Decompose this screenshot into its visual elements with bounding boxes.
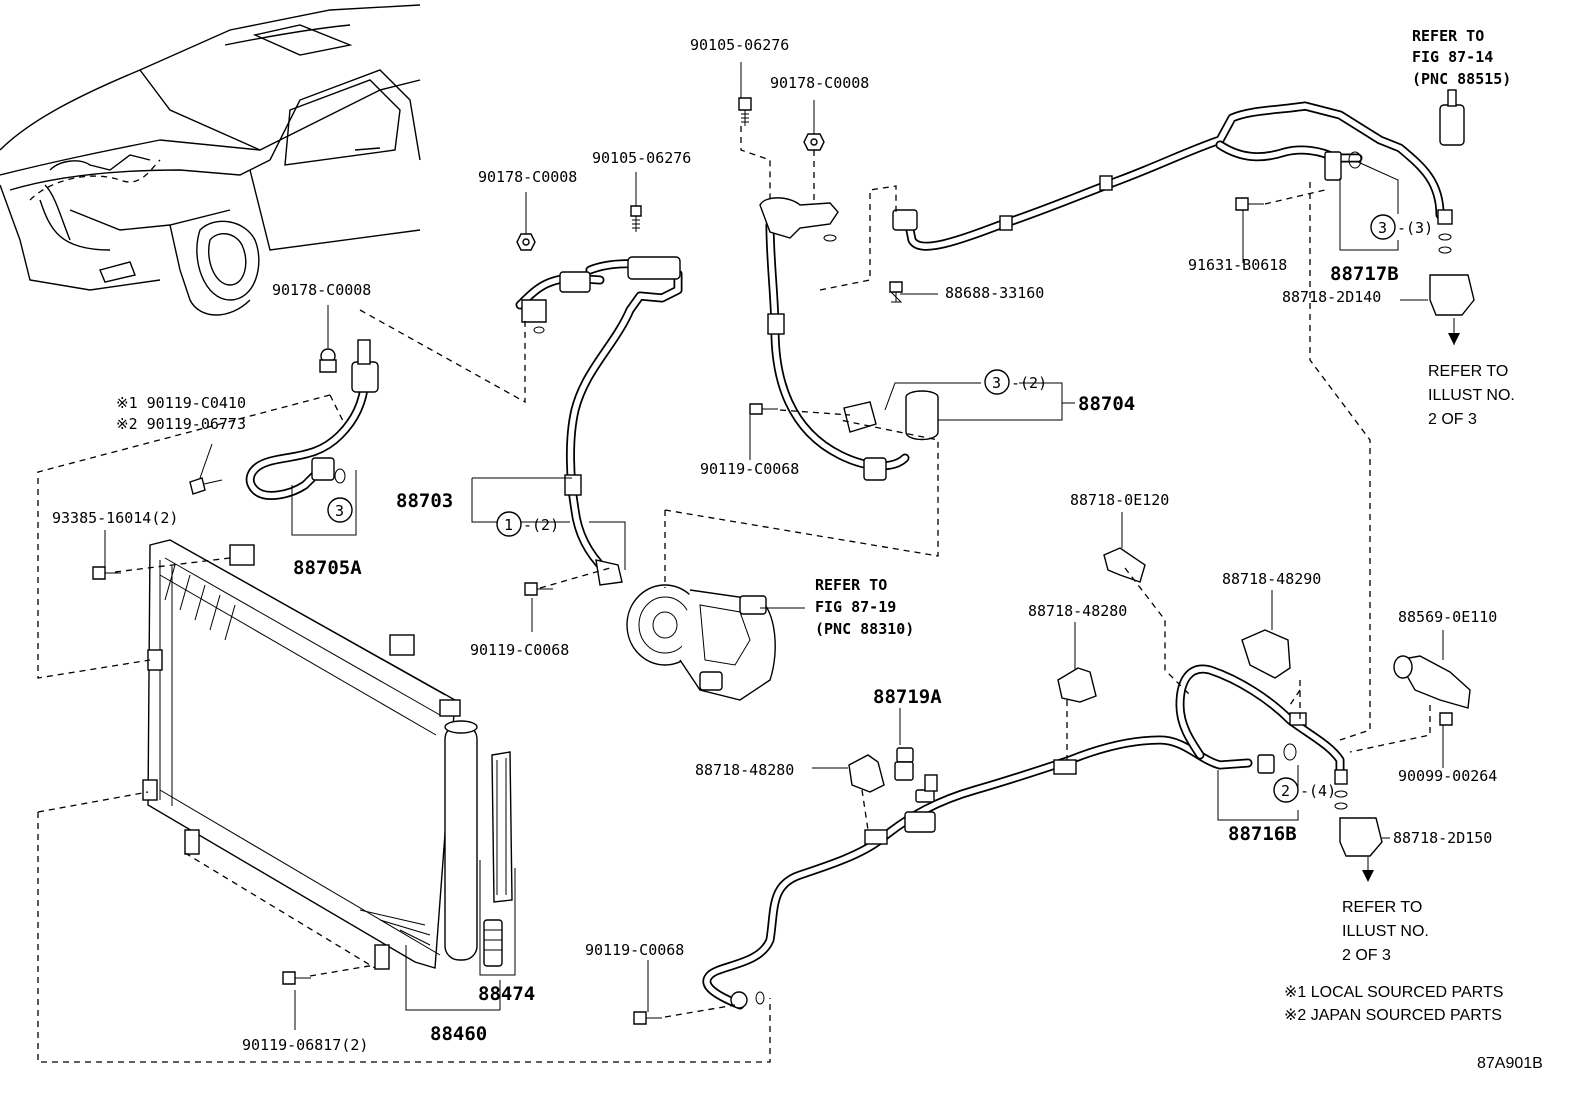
callout-number: 2 <box>1281 782 1290 800</box>
part-label-88474: 88474 <box>478 983 535 1005</box>
part-label-88718-2d140: 88718-2D140 <box>1282 288 1381 306</box>
condenser-88460 <box>142 539 478 970</box>
part-label-88718-48280: 88718-48280 <box>695 761 794 779</box>
part-label-88718-48290: 88718-48290 <box>1222 570 1321 588</box>
legend-local-sourced: ※1 LOCAL SOURCED PARTS <box>1284 984 1503 1001</box>
callout-3-88704: 3 -(2) <box>984 369 1047 395</box>
fasteners-top-middle <box>92 97 1264 1025</box>
compressor <box>626 584 776 701</box>
callout-number: 3 <box>1378 219 1387 237</box>
refer-fig-87-14: REFER TO FIG 87-14 (PNC 88515) <box>1412 27 1511 88</box>
part-label-90178-c0008: 90178-C0008 <box>272 281 371 299</box>
part-label-90105-06276: 90105-06276 <box>690 36 789 54</box>
callout-3-88717b: 3 -(3) <box>1370 214 1433 240</box>
part-label-90119-c0068: 90119-C0068 <box>585 941 684 959</box>
callout-quantity: -(2) <box>1011 374 1047 392</box>
callout-quantity: -(2) <box>523 516 559 534</box>
callout-1: 1 -(2) <box>496 511 559 537</box>
callout-quantity: -(3) <box>1397 219 1433 237</box>
part-label-88460: 88460 <box>430 1023 487 1045</box>
svg-text:ILLUST NO.: ILLUST NO. <box>1428 387 1515 404</box>
callout-number: 3 <box>992 374 1001 392</box>
callout-number: 3 <box>335 502 344 520</box>
svg-text:(PNC 88310): (PNC 88310) <box>815 620 914 638</box>
refer-illust-upper: REFER TO ILLUST NO. 2 OF 3 <box>1428 363 1515 428</box>
part-label-88704: 88704 <box>1078 393 1135 415</box>
down-arrow-icons <box>1362 318 1460 882</box>
svg-text:2 OF 3: 2 OF 3 <box>1428 411 1477 428</box>
svg-text:REFER TO: REFER TO <box>1342 899 1422 916</box>
part-label-90099-00264: 90099-00264 <box>1398 767 1497 785</box>
svg-text:REFER TO: REFER TO <box>1412 27 1484 45</box>
callout-number: 1 <box>504 516 513 534</box>
liquid-hose-88704 <box>759 197 939 481</box>
part-label-91631-b0618: 91631-B0618 <box>1188 256 1287 274</box>
part-label-88716b: 88716B <box>1228 823 1297 845</box>
part-label-88705a: 88705A <box>293 557 362 579</box>
part-label-90119-c0410: ※1 90119-C0410 <box>116 394 246 412</box>
vehicle-illustration <box>0 4 421 316</box>
part-label-90119-06773: ※2 90119-06773 <box>116 415 246 433</box>
part-label-88718-0e120: 88718-0E120 <box>1070 491 1169 509</box>
part-label-88718-2d150: 88718-2D150 <box>1393 829 1492 847</box>
tube-88716b <box>702 664 1383 1010</box>
part-label-88688-33160: 88688-33160 <box>945 284 1044 302</box>
arrow-down-icon <box>1448 333 1460 345</box>
part-label-90178-c0008: 90178-C0008 <box>770 74 869 92</box>
suction-tube-88703 <box>515 256 683 586</box>
svg-text:(PNC 88515): (PNC 88515) <box>1412 70 1511 88</box>
part-label-90178-c0008: 90178-C0008 <box>478 168 577 186</box>
part-label-88569-0e110: 88569-0E110 <box>1398 608 1497 626</box>
part-label-90105-06276: 90105-06276 <box>592 149 691 167</box>
arrow-down-icon <box>1362 870 1374 882</box>
svg-text:ILLUST NO.: ILLUST NO. <box>1342 923 1429 940</box>
legend: ※1 LOCAL SOURCED PARTS ※2 JAPAN SOURCED … <box>1284 984 1503 1024</box>
svg-text:REFER TO: REFER TO <box>815 576 887 594</box>
part-label-90119-c0068: 90119-C0068 <box>700 460 799 478</box>
reference-dashed-lines <box>37 126 1431 1063</box>
callout-2: 2 -(4) <box>1273 777 1336 803</box>
part-labels: 90105-06276 90178-C0008 90105-06276 9017… <box>52 36 1497 1054</box>
svg-text:FIG 87-14: FIG 87-14 <box>1412 48 1493 66</box>
part-label-88703: 88703 <box>396 490 453 512</box>
clamps-and-switches <box>848 547 1471 803</box>
part-label-90119-c0068: 90119-C0068 <box>470 641 569 659</box>
part-label-88718-48280: 88718-48280 <box>1028 602 1127 620</box>
filter-drier-88474 <box>483 751 513 967</box>
discharge-hose-88705a <box>189 339 379 500</box>
svg-text:FIG 87-19: FIG 87-19 <box>815 598 896 616</box>
tube-88717b <box>892 89 1475 316</box>
leader-lines <box>104 62 1455 1030</box>
callout-quantity: -(4) <box>1300 782 1336 800</box>
svg-text:REFER TO: REFER TO <box>1428 363 1508 380</box>
refer-fig-87-19: REFER TO FIG 87-19 (PNC 88310) <box>815 576 914 638</box>
callout-3-88705a: 3 <box>327 497 353 523</box>
part-label-88719a: 88719A <box>873 686 942 708</box>
part-label-90119-06817: 90119-06817(2) <box>242 1036 368 1054</box>
part-label-88717b: 88717B <box>1330 263 1399 285</box>
legend-japan-sourced: ※2 JAPAN SOURCED PARTS <box>1284 1007 1502 1024</box>
refer-illust-lower: REFER TO ILLUST NO. 2 OF 3 <box>1342 899 1429 964</box>
svg-text:2 OF 3: 2 OF 3 <box>1342 947 1391 964</box>
part-label-93385-16014: 93385-16014(2) <box>52 509 178 527</box>
figure-code: 87A901B <box>1477 1055 1543 1072</box>
